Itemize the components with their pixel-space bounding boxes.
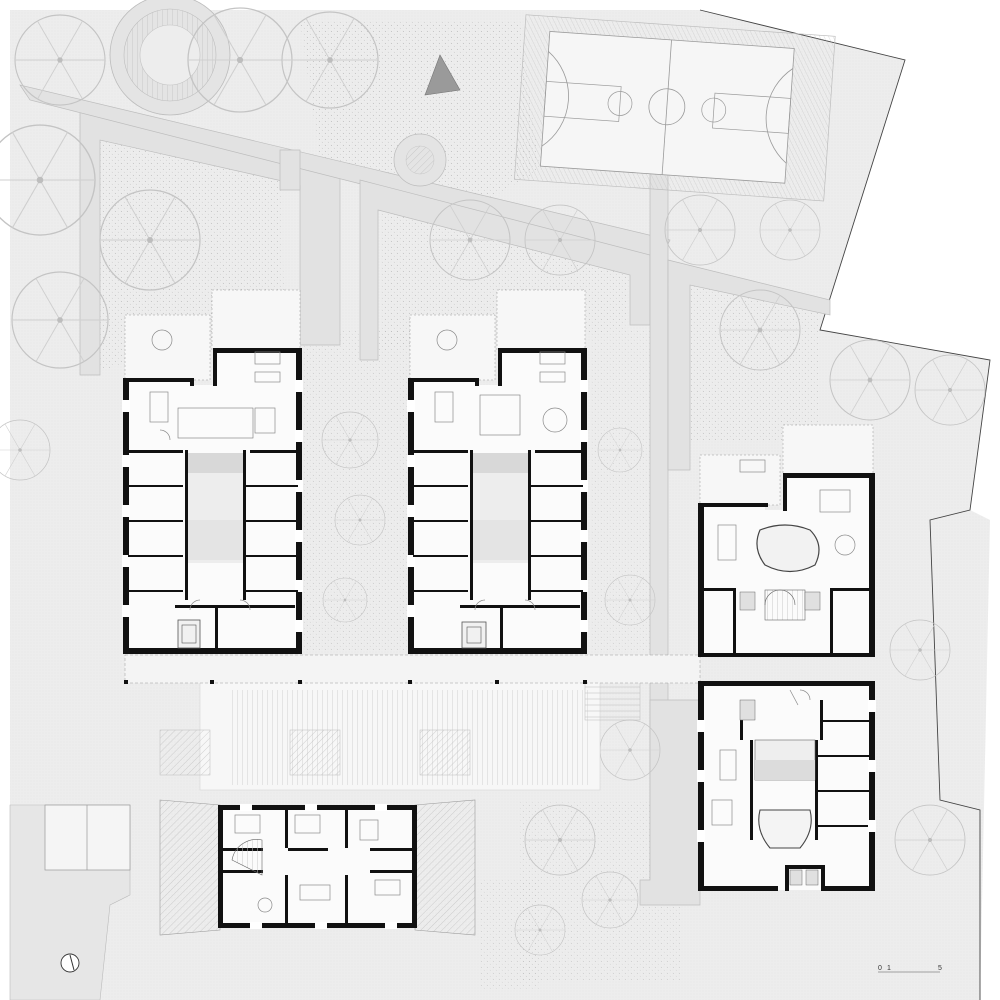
lawn-east-strip xyxy=(590,330,650,650)
building-b xyxy=(407,289,588,654)
circular-plaza xyxy=(109,0,447,187)
scale-tick-5: 5 xyxy=(938,965,942,972)
path-east-loop xyxy=(667,259,831,471)
path-network xyxy=(19,84,831,906)
building-c xyxy=(698,424,875,657)
planting-bed-north xyxy=(300,20,540,210)
path-connector-north xyxy=(279,149,301,191)
building-e xyxy=(159,799,476,936)
parking-southwest xyxy=(9,804,131,1000)
scale-tick-0: 0 xyxy=(878,965,882,972)
basketball-court xyxy=(514,14,836,202)
planting-bed-east xyxy=(680,280,820,440)
north-arrow-icon xyxy=(60,953,80,973)
terrace-area xyxy=(159,679,641,791)
building-a xyxy=(122,289,303,654)
building-d xyxy=(697,681,876,891)
covered-walkway xyxy=(124,654,701,684)
scale-bar: 0 1 5 xyxy=(878,965,942,973)
staircase-icon xyxy=(764,589,806,621)
staircase-icon xyxy=(231,839,263,876)
site-boundary xyxy=(699,9,991,1000)
garden-south-middle xyxy=(480,880,540,990)
sculpture xyxy=(424,54,461,96)
scale-tick-1: 1 xyxy=(887,965,891,972)
lawn-between-buildings xyxy=(300,330,410,650)
